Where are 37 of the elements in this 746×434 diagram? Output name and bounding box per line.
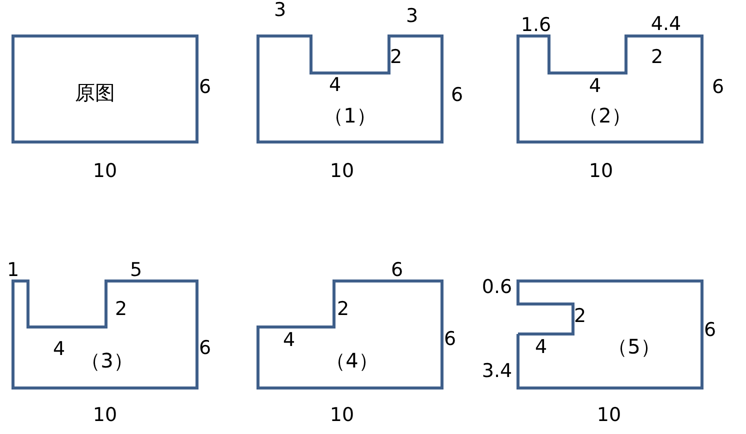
dimension-label: 6 <box>390 259 404 281</box>
dimension-label: 10 <box>596 404 622 426</box>
shape-caption: （2） <box>578 102 632 130</box>
dimension-label: 2 <box>336 298 350 320</box>
dimension-label: 3 <box>274 0 286 21</box>
dimension-label: 0.6 <box>482 276 512 298</box>
dimension-label: 6 <box>198 337 212 359</box>
dimension-label: 10 <box>330 160 354 182</box>
dimension-label: 4 <box>52 338 66 360</box>
dimension-label: 6 <box>704 319 716 341</box>
dimension-label: 10 <box>330 404 354 426</box>
dimension-label: 4 <box>328 74 342 96</box>
dimension-label: 2 <box>390 46 402 68</box>
dimension-label: 6 <box>712 76 724 98</box>
dimension-label: 6 <box>450 84 464 106</box>
dimension-label: 6 <box>198 76 212 98</box>
dimension-label: 10 <box>92 160 118 182</box>
dimension-label: 3.4 <box>482 360 512 382</box>
dimension-label: 4 <box>588 75 602 97</box>
dimension-label: 4 <box>534 336 548 358</box>
dimension-label: 10 <box>92 404 118 426</box>
dimension-label: 5 <box>130 259 142 281</box>
dimension-label: 2 <box>574 305 586 327</box>
shape-caption: （5） <box>608 334 660 360</box>
dimension-label: 2 <box>114 298 128 320</box>
dimension-label: 1.6 <box>520 14 552 36</box>
dimension-label: 4 <box>282 329 296 351</box>
shape-caption: （1） <box>324 102 376 130</box>
dimension-label: 2 <box>650 46 664 68</box>
dimension-label: 3 <box>406 5 418 27</box>
shape-caption: （4） <box>326 348 378 374</box>
shape-caption: （3） <box>80 348 134 374</box>
dimension-label: 4.4 <box>650 13 682 35</box>
dimension-label: 6 <box>444 328 456 350</box>
dimension-label: 10 <box>588 160 614 182</box>
shape-caption: 原图 <box>75 80 115 106</box>
dimension-label: 1 <box>6 259 20 281</box>
